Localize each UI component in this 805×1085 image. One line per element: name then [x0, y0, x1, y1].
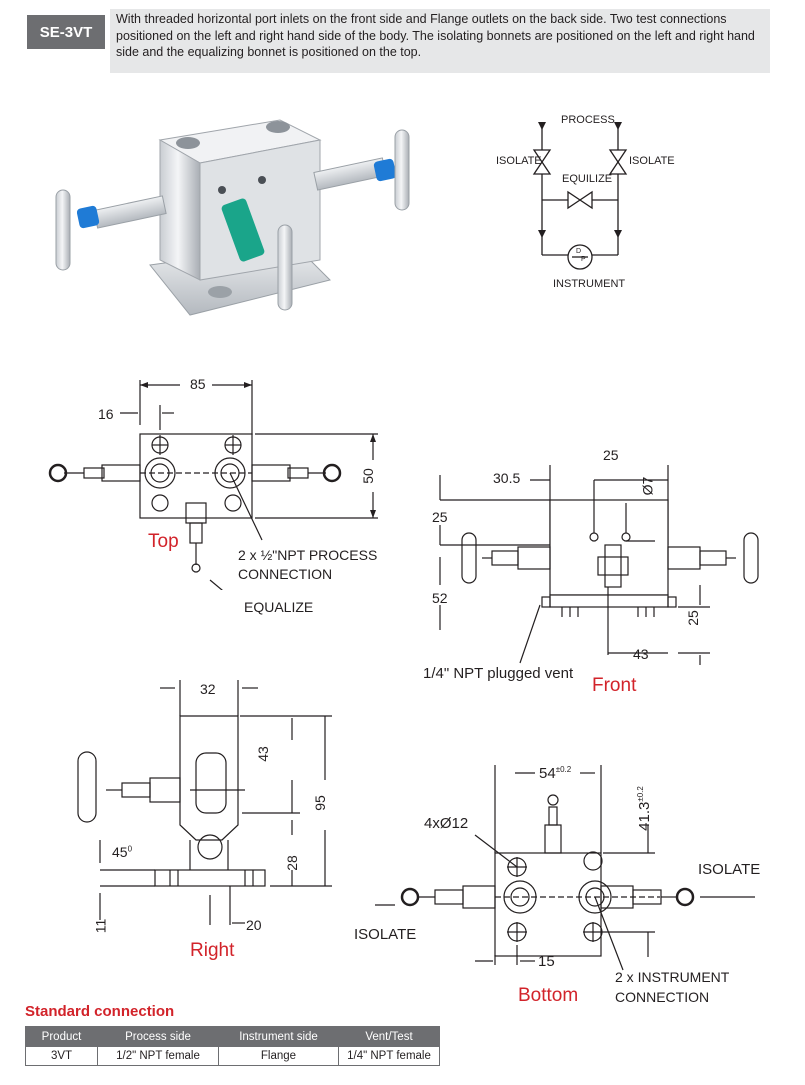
product-image: [55, 119, 410, 316]
bottom-callout-instrument: 2 x INSTRUMENT: [615, 969, 730, 985]
table-header-vent-test: Vent/Test: [338, 1026, 440, 1047]
top-dim-offset: 16: [98, 406, 114, 422]
front-dim-25-top: 25: [603, 447, 619, 463]
schematic-process-label: PROCESS: [561, 114, 615, 126]
bottom-dim-41-3-tolerance: ±0.2: [635, 786, 645, 802]
right-dim-20: 20: [246, 917, 262, 933]
schematic-instrument-label: INSTRUMENT: [553, 278, 626, 290]
bottom-isolate-right: ISOLATE: [698, 861, 761, 878]
bottom-view-drawing: [375, 765, 755, 971]
bottom-dim-15: 15: [538, 953, 555, 970]
table-header-process-side: Process side: [97, 1026, 219, 1047]
schematic-isolate-left: ISOLATE: [496, 155, 542, 167]
front-dim-30-5: 30.5: [493, 470, 521, 486]
intro-text: With threaded horizontal port inlets on …: [116, 12, 755, 59]
table-header-instrument-side: Instrument side: [218, 1026, 339, 1047]
table-cell-instrument-side: Flange: [218, 1046, 339, 1066]
bottom-dim-54-tolerance: ±0.2: [555, 765, 572, 774]
right-dim-45-degree: 0: [127, 844, 133, 854]
table-row: 3VT 1/2" NPT female Flange 1/4" NPT fema…: [25, 1046, 440, 1066]
top-callout-equalize: EQUALIZE: [244, 599, 314, 615]
front-dim-25-left: 25: [432, 509, 448, 525]
right-dim-11: 11: [92, 918, 109, 934]
right-view-drawing: [77, 680, 332, 925]
valve-schematic: [532, 122, 628, 270]
bottom-dim-41-3-value: 41.3: [635, 801, 653, 831]
front-callout-vent: 1/4" NPT plugged vent: [423, 665, 574, 682]
intro-box: [110, 9, 770, 73]
top-dim-height: 50: [359, 468, 376, 484]
front-dim-25-right: 25: [684, 610, 701, 626]
bottom-dim-holes: 4xØ12: [424, 815, 469, 832]
top-view-caption: Top: [148, 531, 179, 552]
front-view-drawing: [439, 465, 759, 665]
bottom-dim-41-3: 41.3±0.2: [636, 786, 653, 831]
standard-connection-table: Product Process side Instrument side Ven…: [25, 1026, 440, 1066]
bottom-view-caption: Bottom: [518, 985, 579, 1006]
right-dim-45-value: 45: [112, 844, 128, 860]
schematic-dp-d: D: [576, 248, 582, 255]
table-cell-product: 3VT: [25, 1046, 98, 1066]
right-dim-95: 95: [311, 795, 328, 811]
right-dim-32: 32: [200, 681, 216, 697]
schematic-isolate-right: ISOLATE: [629, 155, 675, 167]
bottom-isolate-left: ISOLATE: [354, 926, 417, 943]
right-dim-43: 43: [254, 746, 271, 762]
top-callout-process-2: CONNECTION: [238, 566, 333, 582]
right-dim-28: 28: [283, 855, 300, 871]
right-dim-45: 450: [112, 844, 132, 860]
top-dim-width: 85: [190, 376, 206, 392]
bottom-dim-54-value: 54: [539, 765, 556, 782]
front-dim-52: 52: [432, 590, 448, 606]
model-badge: SE-3VT: [27, 15, 105, 49]
table-cell-vent-test: 1/4" NPT female: [338, 1046, 440, 1066]
schematic-equalize-label: EQUILIZE: [562, 173, 613, 185]
front-dim-43: 43: [633, 646, 649, 662]
standard-connection-title: Standard connection: [25, 1003, 175, 1020]
table-cell-process-side: 1/2" NPT female: [97, 1046, 219, 1066]
table-header-product: Product: [25, 1026, 98, 1047]
right-view-caption: Right: [190, 940, 235, 961]
top-view-drawing: [48, 380, 378, 590]
front-dim-dia7: Ø7: [639, 476, 656, 496]
schematic-dp-p: P: [581, 256, 586, 263]
top-callout-process: 2 x ½"NPT PROCESS: [238, 547, 378, 563]
bottom-callout-instrument-2: CONNECTION: [615, 989, 710, 1005]
front-view-caption: Front: [592, 675, 637, 696]
table-header-row: Product Process side Instrument side Ven…: [25, 1026, 440, 1047]
bottom-dim-54: 54±0.2: [539, 765, 571, 782]
